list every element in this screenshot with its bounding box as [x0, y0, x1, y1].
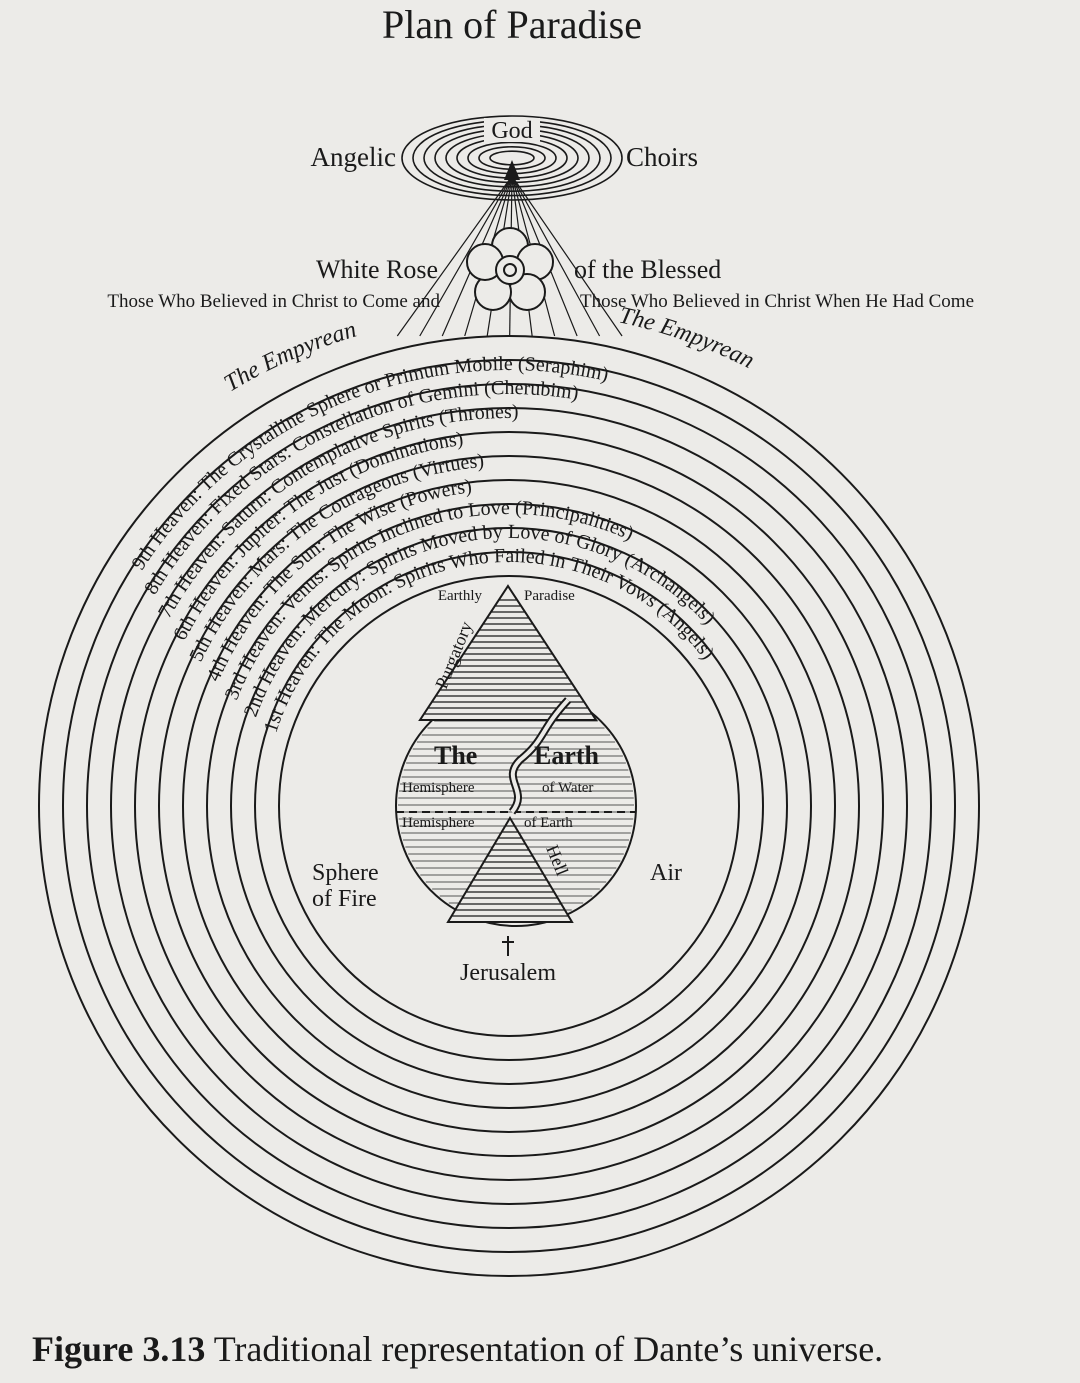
ray-line: [396, 175, 513, 337]
dante-universe-diagram: Plan of Paradise 9th Heaven: The Crystal…: [38, 2, 980, 1277]
purgatory-outline: [418, 584, 598, 721]
heaven-labels: 9th Heaven: The Crystalline Sphere or Pr…: [127, 353, 719, 735]
heaven-ring: [182, 479, 836, 1133]
earth-label: Earth: [534, 741, 600, 770]
choirs-label: Choirs: [626, 142, 698, 172]
heaven-ring: [110, 407, 908, 1205]
figure-number: Figure 3.13: [32, 1329, 206, 1369]
heaven-ring: [278, 575, 740, 1037]
believed-before-label: Those Who Believed in Christ to Come and: [107, 291, 440, 312]
angelic-label: Angelic: [311, 142, 396, 172]
white-rose-label: White Rose: [316, 255, 438, 284]
ray-line: [419, 175, 513, 337]
heaven-ring: [134, 431, 884, 1181]
god-point-icon: [504, 160, 520, 180]
god-label: God: [491, 118, 532, 144]
heaven-ring: [206, 503, 812, 1109]
sphere-of-fire-label-1: Sphere: [312, 860, 379, 886]
jerusalem-cross-icon: [502, 936, 514, 956]
figure-caption: Figure 3.13 Traditional representation o…: [32, 1328, 1072, 1370]
earth-globe: [395, 584, 637, 927]
purgatory-mountain: [418, 584, 598, 721]
ray-line: [511, 175, 601, 337]
of-the-blessed-label: of the Blessed: [574, 255, 721, 284]
empyrean-left-label: The Empyrean: [220, 317, 360, 397]
the-label: The: [434, 741, 477, 770]
air-label: Air: [650, 860, 682, 886]
empyrean-right-label: The Empyrean: [617, 302, 759, 374]
earthly-label: Earthly: [438, 588, 483, 604]
white-rose-icon: [466, 227, 554, 311]
figure-caption-text: Traditional representation of Dante’s un…: [213, 1329, 884, 1369]
choir-ellipse: [401, 115, 623, 201]
jerusalem-label: Jerusalem: [460, 960, 556, 986]
hell-outline: [446, 816, 574, 923]
believed-after-label: Those Who Believed in Christ When He Had…: [580, 291, 974, 312]
heaven-ring: [38, 335, 980, 1277]
heaven-ring: [230, 527, 788, 1085]
hemisphere-water-label-1: Hemisphere: [402, 780, 475, 796]
hell-cone: [446, 816, 574, 923]
hemisphere-earth-label-1: Hemisphere: [402, 815, 475, 831]
hemisphere-water-label-2: of Water: [542, 780, 593, 796]
diagram-title: Plan of Paradise: [382, 2, 642, 47]
heaven-ring: [158, 455, 860, 1157]
heaven-rings: [38, 335, 980, 1277]
hemisphere-earth-label-2: of Earth: [524, 815, 573, 831]
ray-line: [511, 175, 623, 337]
heaven-ring: [86, 383, 932, 1229]
sphere-of-fire-label-2: of Fire: [312, 886, 377, 912]
heaven-ring: [62, 359, 956, 1253]
paradise-label: Paradise: [524, 588, 575, 604]
heaven-ring: [254, 551, 764, 1061]
